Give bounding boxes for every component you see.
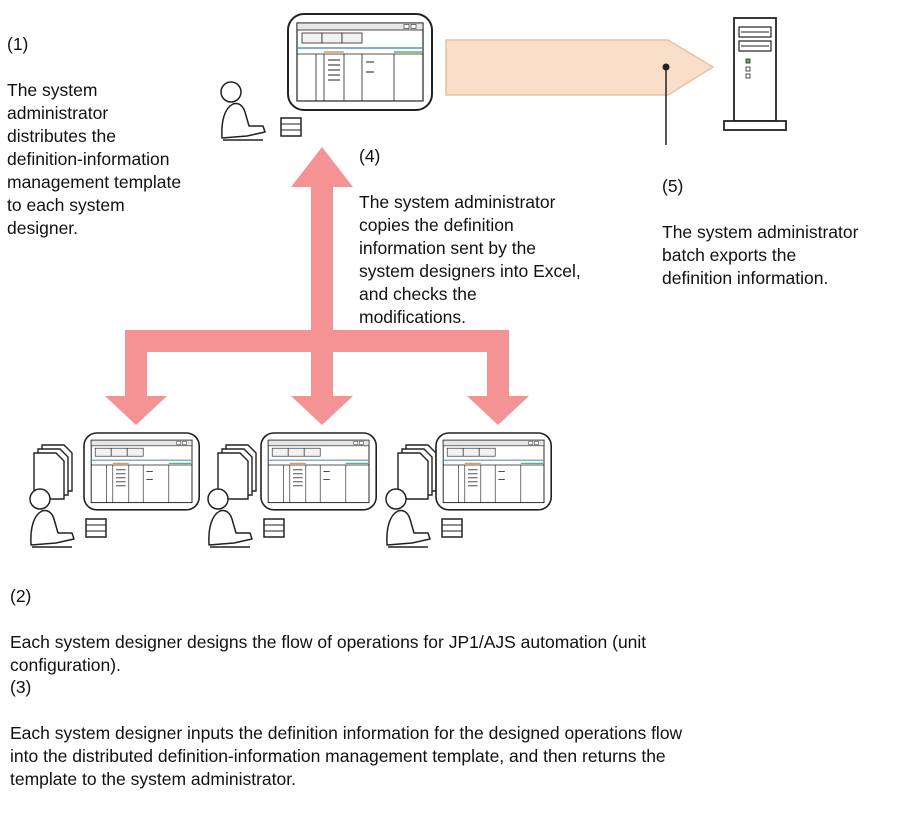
step-1-text: The system administrator distributes the… xyxy=(7,80,182,238)
designer-pc-icon xyxy=(263,518,285,538)
batch-export-arrow xyxy=(445,39,715,96)
step-5-caption: (5) The system administrator batch expor… xyxy=(662,152,902,313)
down-arrow-designer-2 xyxy=(291,330,353,425)
step-3-text: Each system designer inputs the definiti… xyxy=(10,723,683,789)
step-4-number: (4) xyxy=(359,146,381,166)
administrator-monitor-icon xyxy=(287,13,433,111)
documents-icon xyxy=(397,444,437,500)
step-5-number: (5) xyxy=(662,176,684,196)
down-arrow-designer-3 xyxy=(467,330,529,425)
step-2-text: Each system designer designs the flow of… xyxy=(10,632,647,675)
step-3-caption: (3) Each system designer inputs the defi… xyxy=(10,653,900,814)
workflow-diagram xyxy=(29,13,787,548)
designer-pc-icon xyxy=(441,518,463,538)
designer-workstation-3 xyxy=(385,432,553,548)
designer-pc-icon xyxy=(85,518,107,538)
step-3-number: (3) xyxy=(10,677,32,697)
designer-monitor-icon xyxy=(260,432,378,511)
designer-workstation-1 xyxy=(29,432,200,548)
up-arrow-to-admin xyxy=(291,147,353,330)
server-icon xyxy=(723,17,787,131)
administrator-person-icon xyxy=(220,81,266,141)
step-1-number: (1) xyxy=(7,34,29,54)
distribution-arrows xyxy=(105,147,529,425)
administrator-pc-icon xyxy=(280,117,302,137)
designer-workstation-2 xyxy=(207,432,378,548)
step-4-text: The system administrator copies the defi… xyxy=(359,192,581,327)
step-4-caption: (4) The system administrator copies the … xyxy=(359,122,659,352)
step-2-caption: (2) Each system designer designs the flo… xyxy=(10,562,890,700)
designer-monitor-icon xyxy=(83,432,200,511)
down-arrow-designer-1 xyxy=(105,330,167,425)
designer-monitor-icon xyxy=(435,432,553,511)
step-5-text: The system administrator batch exports t… xyxy=(662,222,859,288)
step-2-number: (2) xyxy=(10,586,32,606)
step-1-caption: (1) The system administrator distributes… xyxy=(7,10,227,263)
